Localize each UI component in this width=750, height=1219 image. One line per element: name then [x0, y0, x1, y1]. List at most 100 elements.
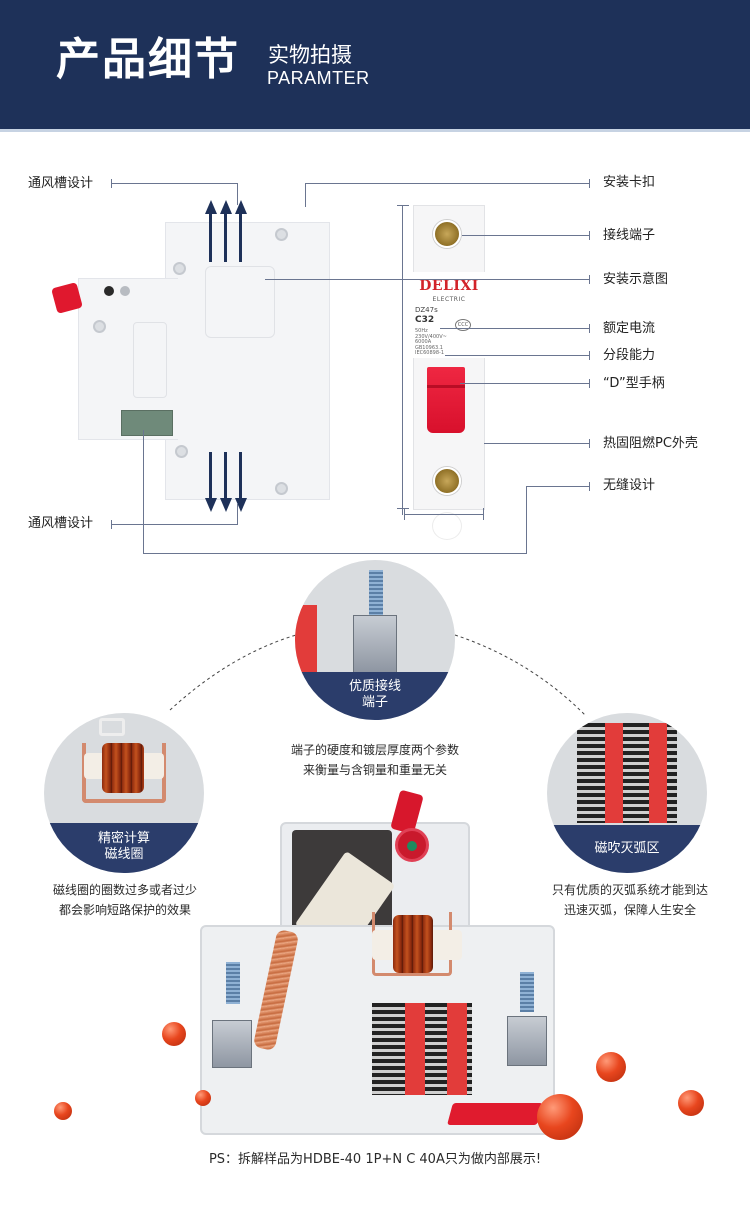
- model-number: DZ47s: [415, 306, 438, 314]
- header-banner: 产品细节 实物拍摄 PARAMTER: [0, 0, 750, 132]
- dimension-tick: [404, 508, 405, 520]
- indicator-dot: [120, 286, 130, 296]
- leader-line: [526, 486, 527, 554]
- feature-caption-arc-chute: 只有优质的灭弧系统才能到达 迅速灭弧，保障人生安全: [510, 880, 750, 920]
- feature-circle-terminal: 优质接线 端子: [295, 560, 455, 720]
- current-rating: C32: [415, 315, 435, 325]
- leader-line: [265, 279, 589, 280]
- leader-line: [484, 443, 589, 444]
- feature-title: 端子: [361, 695, 388, 710]
- decor-ball: [195, 1090, 211, 1106]
- airflow-up-arrow-icon: [205, 200, 217, 214]
- label-install-clip: 安装卡扣: [603, 175, 656, 190]
- arc-chute-strip: [649, 723, 667, 823]
- label-vent-top: 通风槽设计: [28, 176, 94, 191]
- leader-line: [111, 183, 238, 184]
- screw-hole: [275, 228, 288, 241]
- magnetic-coil: [393, 915, 433, 973]
- terminal-clamp: [353, 615, 397, 673]
- arrow-shaft: [224, 452, 227, 502]
- leader-line: [143, 553, 527, 554]
- arrow-shaft: [209, 452, 212, 502]
- terminal-screw-icon: [433, 220, 461, 248]
- indicator-dot: [104, 286, 114, 296]
- decor-ball: [162, 1022, 186, 1046]
- brand-emboss: [133, 322, 167, 398]
- leader-line: [143, 430, 144, 554]
- leader-tick: [589, 439, 590, 448]
- indicator-light: [407, 841, 417, 851]
- dashed-connector-arc: [169, 634, 586, 716]
- feature-circle-coil: 精密计算 磁线圈: [44, 713, 204, 873]
- disassembly-note: PS：拆解样品为HDBE-40 1P+N C 40A只为做内部展示!: [208, 1152, 542, 1167]
- arrow-shaft: [209, 212, 212, 262]
- arrow-shaft: [239, 452, 242, 502]
- airflow-down-arrow-icon: [235, 498, 247, 512]
- screw-hole: [275, 482, 288, 495]
- feature-title: 磁吹灭弧区: [594, 841, 660, 856]
- dimension-tick: [397, 205, 409, 206]
- label-terminal: 接线端子: [603, 228, 656, 243]
- leader-line: [440, 328, 589, 329]
- screw-reflection: [432, 512, 462, 540]
- terminal-bolt: [520, 972, 534, 1012]
- feature-circle-arc-chute: 磁吹灭弧区: [547, 713, 707, 873]
- page-subtitle-en: PARAMTER: [267, 68, 370, 88]
- feature-title: 优质接线: [348, 679, 401, 694]
- terminal-clamp: [507, 1016, 547, 1066]
- decor-ball: [54, 1102, 72, 1120]
- leader-line: [445, 355, 589, 356]
- feature-title: 磁线圈: [104, 847, 144, 862]
- screw-hole: [175, 445, 188, 458]
- arc-chute-strip: [295, 605, 317, 675]
- decor-ball: [596, 1052, 626, 1082]
- airflow-down-arrow-icon: [220, 498, 232, 512]
- screw-hole: [173, 262, 186, 275]
- label-d-handle: “D”型手柄: [603, 376, 665, 391]
- caption-line: 端子的硬度和镀层厚度两个参数: [290, 743, 459, 757]
- airflow-up-arrow-icon: [220, 200, 232, 214]
- coil-bracket: [99, 718, 125, 736]
- leader-line: [237, 183, 238, 205]
- feature-caption-terminal: 端子的硬度和镀层厚度两个参数 来衡量与含铜量和重量无关: [255, 740, 495, 780]
- feature-band: 优质接线 端子: [295, 672, 455, 720]
- arc-chute-strip: [605, 723, 623, 823]
- page-subtitle-cn: 实物拍摄: [268, 43, 352, 67]
- leader-line: [305, 183, 589, 184]
- dimension-line-horizontal: [404, 514, 484, 515]
- leader-tick: [589, 275, 590, 284]
- label-panel: [413, 272, 485, 358]
- install-diagram-emboss: [205, 266, 275, 338]
- decor-ball: [537, 1094, 583, 1140]
- leader-line: [111, 524, 238, 525]
- leader-line: [526, 486, 589, 487]
- leader-line: [460, 383, 589, 384]
- leader-line: [305, 183, 306, 207]
- terminal-clamp: [212, 1020, 252, 1068]
- label-seamless: 无缝设计: [603, 478, 656, 493]
- leader-tick: [589, 231, 590, 240]
- arrow-shaft: [224, 212, 227, 262]
- leader-line: [462, 235, 589, 236]
- airflow-down-arrow-icon: [205, 498, 217, 512]
- airflow-up-arrow-icon: [235, 200, 247, 214]
- label-pc-shell: 热固阻燃PC外壳: [603, 436, 698, 451]
- arc-chute-strip: [447, 1003, 467, 1095]
- caption-line: 只有优质的灭弧系统才能到达: [551, 883, 708, 897]
- label-rated-current: 额定电流: [603, 321, 656, 336]
- spec-text: 50Hz 230V/400V~ 6000A GB10963.1 IEC60898…: [415, 328, 447, 357]
- leader-tick: [589, 482, 590, 491]
- caption-line: 来衡量与含铜量和重量无关: [302, 763, 447, 777]
- label-install-diagram: 安装示意图: [603, 272, 669, 287]
- magnetic-coil: [102, 743, 144, 793]
- screw-hole: [93, 320, 106, 333]
- feature-caption-coil: 磁线圈的圈数过多或者过少 都会影响短路保护的效果: [0, 880, 250, 920]
- din-clip: [447, 1103, 543, 1125]
- side-body-upper: [165, 222, 330, 500]
- caption-line: 迅速灭弧，保障人生安全: [563, 903, 696, 917]
- d-handle: [427, 367, 465, 433]
- terminal-bolt: [369, 570, 383, 615]
- feature-band: 磁吹灭弧区: [547, 825, 707, 873]
- terminal-bolt: [226, 962, 240, 1004]
- decor-ball: [678, 1090, 704, 1116]
